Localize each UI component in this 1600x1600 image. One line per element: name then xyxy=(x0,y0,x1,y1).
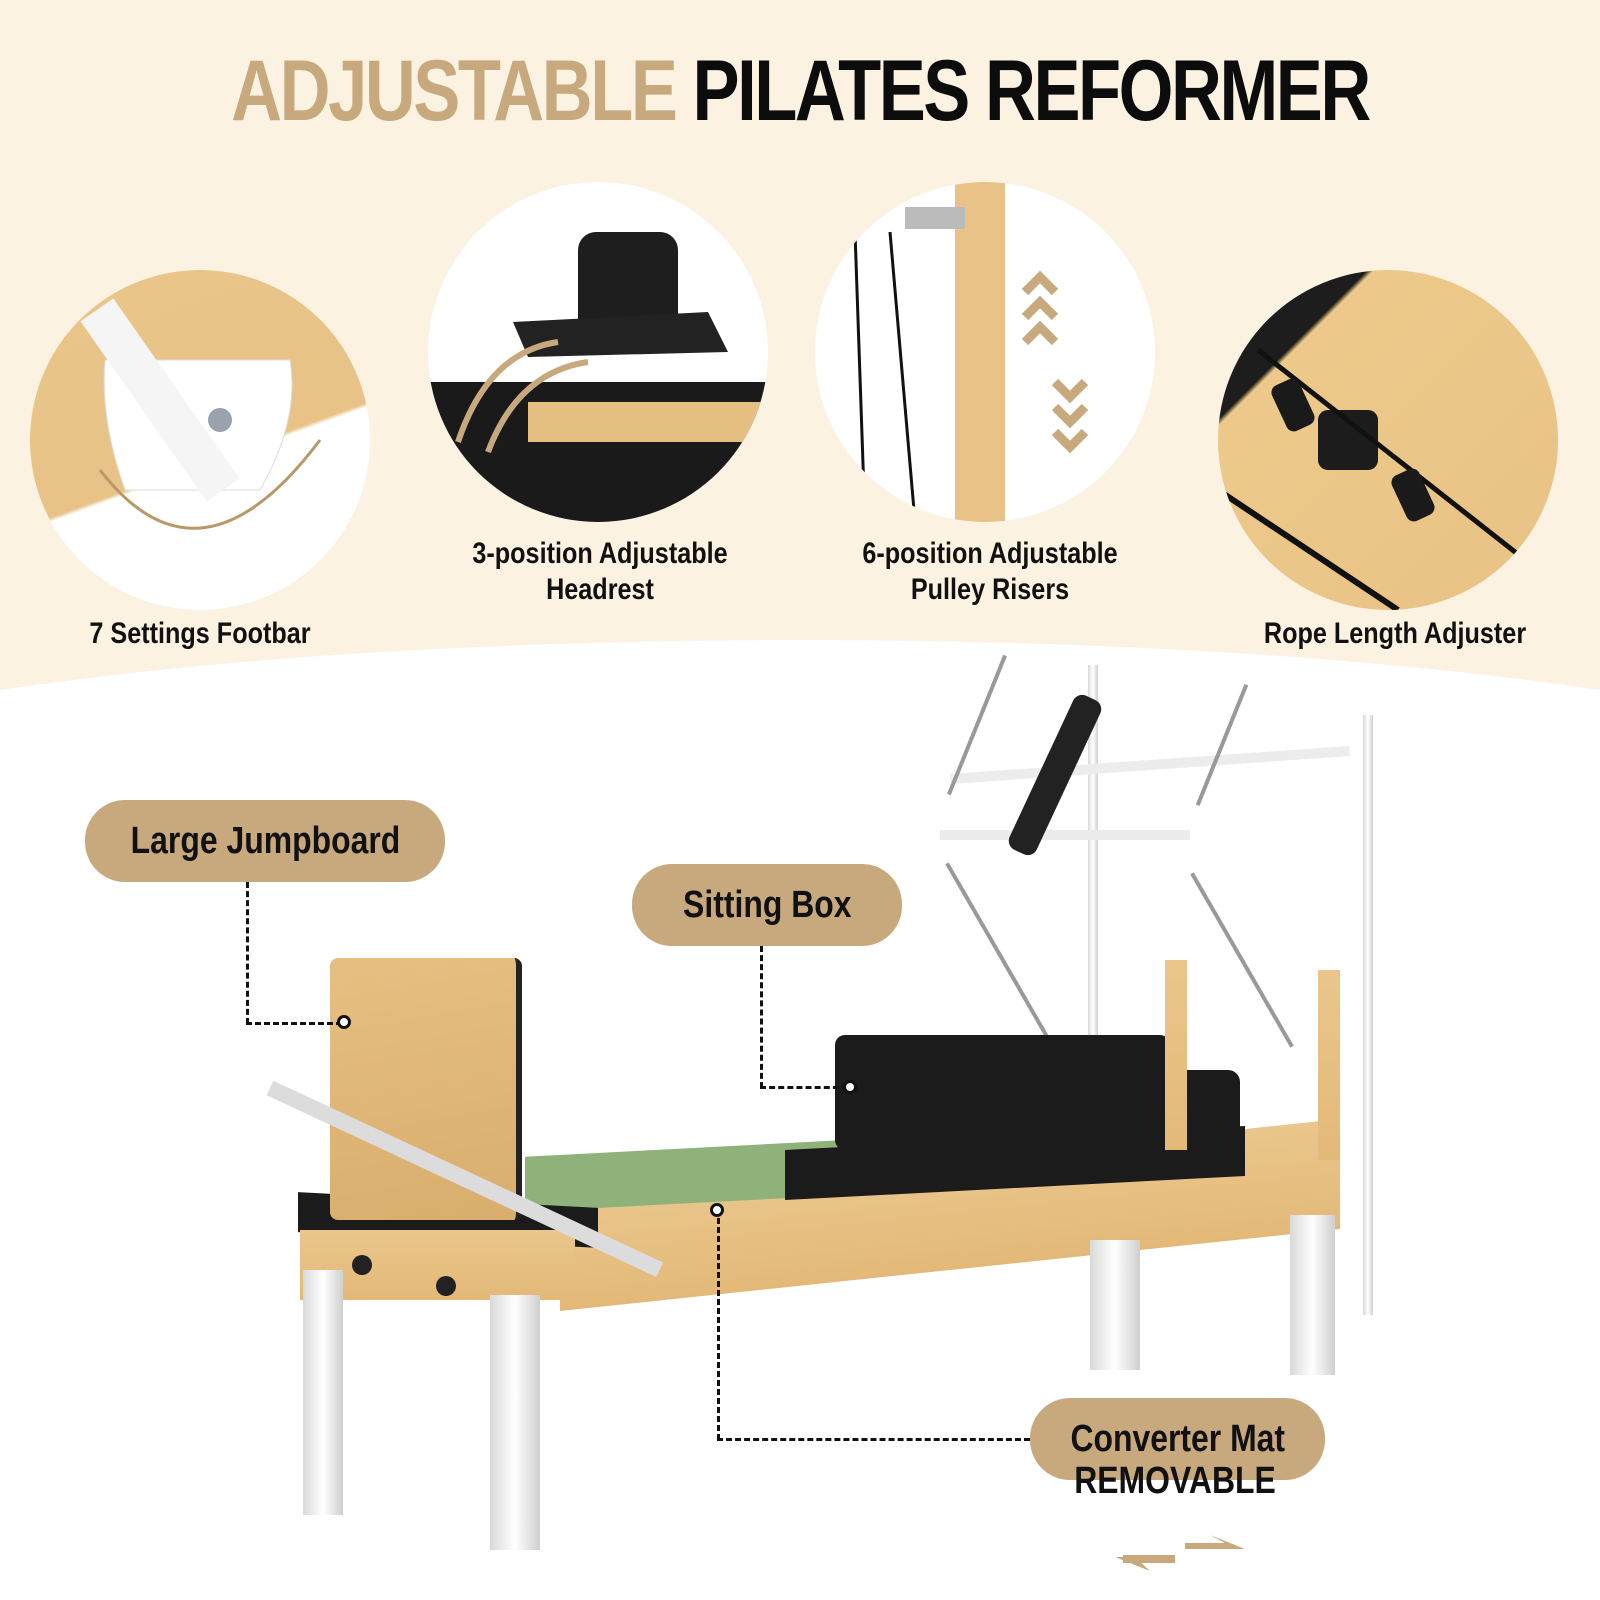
page-title: ADJUSTABLE PILATES REFORMER xyxy=(144,48,1456,134)
white-background-panel xyxy=(0,640,1600,1600)
jumpboard xyxy=(330,958,522,1220)
title-accent: ADJUSTABLE xyxy=(231,43,678,139)
sitting-box xyxy=(835,1035,1170,1150)
swap-arrows-icon xyxy=(1115,1535,1245,1571)
leg-back-left xyxy=(1090,1240,1140,1370)
feature-label-headrest: 3-position Adjustable Headrest xyxy=(472,537,728,606)
pulley-riser-left xyxy=(1165,960,1187,1150)
footbar-adjuster-icon xyxy=(80,298,322,530)
leader-line-sitting-box-horizontal xyxy=(760,1086,848,1089)
marker-jumpboard xyxy=(337,1015,351,1029)
leader-line-converter-mat-horizontal xyxy=(717,1438,1030,1441)
callout-converter-mat: Converter Mat xyxy=(1030,1398,1325,1480)
headrest-closeup-image xyxy=(428,182,768,522)
feature-label-footbar: 7 Settings Footbar xyxy=(89,617,311,650)
leg-front-right xyxy=(490,1295,540,1550)
callout-sitting-box: Sitting Box xyxy=(632,864,902,946)
footbar-closeup-image xyxy=(30,270,370,610)
tower-post-left xyxy=(1088,665,1098,1065)
tower-post-right xyxy=(1363,715,1373,1315)
rope-adjuster-icon xyxy=(1218,348,1540,610)
feature-label-rope-adjuster: Rope Length Adjuster xyxy=(1263,617,1527,650)
knob-left xyxy=(352,1255,372,1275)
leader-line-jumpboard-vertical xyxy=(246,882,249,1024)
removable-label: REMOVABLE xyxy=(1074,1460,1276,1502)
leader-line-jumpboard-horizontal xyxy=(246,1022,342,1025)
rope-adjuster-closeup-image xyxy=(1218,270,1558,610)
pulley-riser-closeup-image xyxy=(815,182,1155,522)
callout-large-jumpboard: Large Jumpboard xyxy=(85,800,445,882)
leader-line-converter-mat-vertical xyxy=(717,1218,720,1440)
knob-right xyxy=(436,1276,456,1296)
leg-front-left xyxy=(303,1270,343,1515)
headrest-icon xyxy=(428,232,768,522)
leader-line-sitting-box-vertical xyxy=(760,946,763,1088)
feature-label-pulley-risers: 6-position Adjustable Pulley Risers xyxy=(862,537,1118,606)
pulley-riser-icon xyxy=(853,182,1089,522)
push-through-bar xyxy=(940,830,1190,840)
leg-back-right xyxy=(1290,1215,1335,1375)
marker-converter-mat xyxy=(710,1203,724,1217)
marker-sitting-box xyxy=(843,1080,857,1094)
title-main: PILATES REFORMER xyxy=(692,43,1372,139)
pulley-riser-right xyxy=(1318,970,1340,1160)
